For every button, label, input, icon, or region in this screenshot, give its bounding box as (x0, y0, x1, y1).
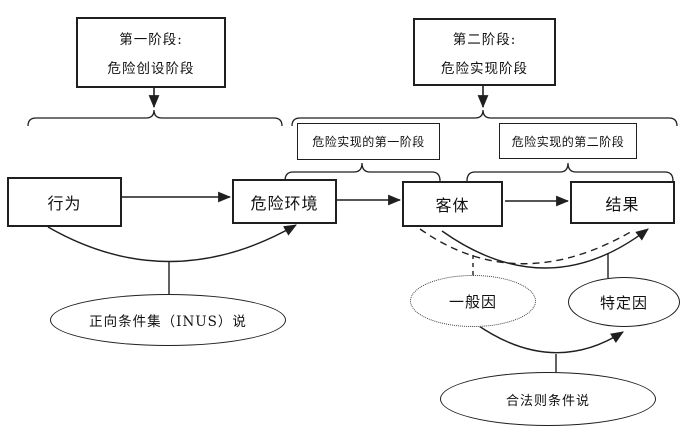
curve-solid-object-to-result (441, 228, 649, 269)
realization-sub2-box: 危险实现的第二阶段 (499, 123, 637, 159)
stage2-subtitle: 危险实现阶段 (441, 60, 528, 77)
stage1-subtitle: 危险创设阶段 (107, 61, 195, 77)
ellipse-general-cause: 一般因 (410, 275, 536, 327)
node-result: 结果 (570, 181, 675, 224)
brace-stage2-span (291, 109, 678, 127)
stage2-title: 第二阶段: (452, 31, 517, 48)
ellipse-specific-cause: 特定因 (568, 277, 680, 327)
node-behavior: 行为 (7, 177, 122, 227)
inus-theory-label: 正向条件集（INUS）说 (89, 314, 247, 330)
specific-cause-label: 特定因 (599, 293, 648, 312)
node-result-label: 结果 (605, 194, 640, 214)
general-cause-label: 一般因 (448, 292, 497, 311)
ellipse-lawful-condition: 合法则条件说 (440, 372, 656, 426)
node-object: 客体 (402, 181, 503, 227)
curve-inus-behavior-to-environment (47, 224, 297, 263)
node-danger-environment-label: 危险环境 (250, 193, 319, 213)
realization-sub2-label: 危险实现的第二阶段 (511, 134, 625, 149)
stage1-title: 第一阶段: (119, 32, 183, 48)
brace-realization-sub1 (284, 162, 441, 182)
lawful-condition-label: 合法则条件说 (505, 393, 590, 409)
realization-sub1-box: 危险实现的第一阶段 (297, 123, 440, 160)
realization-sub1-label: 危险实现的第一阶段 (312, 135, 425, 149)
curve-dashed-object-to-result (419, 228, 635, 265)
node-behavior-label: 行为 (47, 194, 82, 213)
brace-realization-sub2 (466, 162, 674, 182)
stage1-box: 第一阶段: 危险创设阶段 (76, 17, 226, 88)
ellipse-inus-theory: 正向条件集（INUS）说 (50, 294, 286, 346)
node-object-label: 客体 (435, 196, 470, 215)
curve-general-to-specific (475, 323, 624, 354)
stage2-box: 第二阶段: 危险实现阶段 (413, 18, 556, 86)
node-danger-environment: 危险环境 (232, 179, 337, 224)
brace-stage1-span (27, 109, 283, 127)
